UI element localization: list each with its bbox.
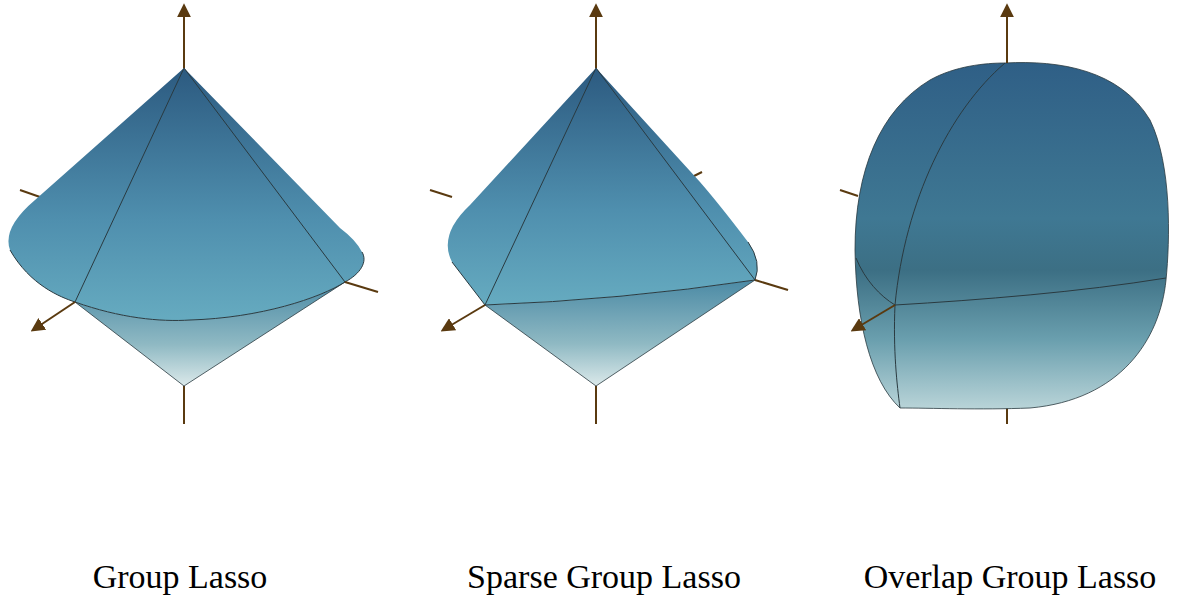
overlap-group-lasso-ball bbox=[840, 6, 1169, 424]
figure-caption: Overlap Group Lasso bbox=[864, 560, 1157, 594]
group-lasso-ball bbox=[8, 6, 378, 424]
sparse-group-lasso-ball bbox=[430, 6, 788, 424]
figure-caption: Group Lasso bbox=[93, 560, 268, 594]
figure-caption: Sparse Group Lasso bbox=[467, 560, 741, 594]
